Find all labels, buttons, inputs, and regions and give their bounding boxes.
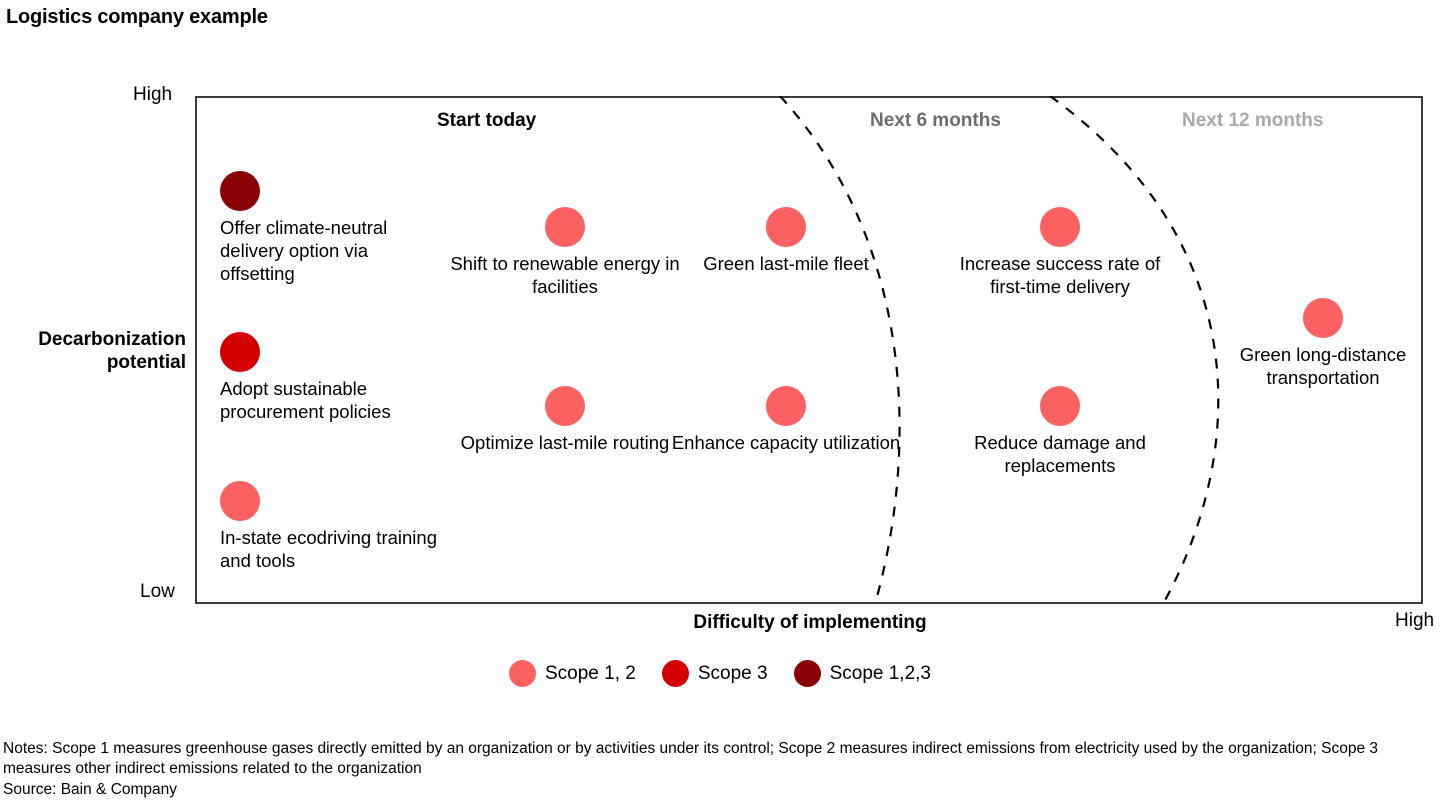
bubble-label: Offer climate-neutral delivery option vi…: [220, 217, 388, 284]
legend-entry-scope-1-2-3[interactable]: Scope 1,2,3: [793, 660, 931, 687]
bubble-label: Increase success rate of first-time deli…: [959, 253, 1161, 297]
footnotes: Notes: Scope 1 measures greenhouse gases…: [3, 739, 1437, 800]
horizon-label-next-12-months: Next 12 months: [1182, 110, 1324, 131]
horizon-label-next-6-months: Next 6 months: [870, 110, 1001, 131]
notes-text: Notes: Scope 1 measures greenhouse gases…: [3, 740, 1379, 777]
x-axis-title: Difficulty of implementing: [693, 612, 927, 633]
bubble-item[interactable]: Offer climate-neutral delivery option vi…: [220, 171, 440, 285]
bubble-label: Adopt sustainable procurement policies: [220, 378, 391, 422]
bubble-marker: [545, 207, 585, 247]
bubble-item[interactable]: Increase success rate of first-time deli…: [945, 207, 1175, 298]
bubble-label: Reduce damage and replacements: [974, 432, 1146, 476]
bubble-marker: [220, 332, 260, 372]
legend-swatch-icon: [509, 660, 536, 687]
bubble-item[interactable]: Green long-distance transportation: [1208, 298, 1438, 389]
y-axis-high-label: High: [133, 84, 173, 105]
bubble-marker: [1303, 298, 1343, 338]
source-text: Source: Bain & Company: [3, 781, 178, 798]
bubble-marker: [766, 386, 806, 426]
bubble-marker: [1040, 386, 1080, 426]
legend: Scope 1, 2 Scope 3 Scope 1,2,3: [0, 660, 1440, 687]
legend-label: Scope 1, 2: [545, 662, 636, 684]
y-axis-title-line1: Decarbonization: [38, 329, 186, 350]
x-axis-high-label: High: [1395, 610, 1435, 631]
bubble-item[interactable]: Adopt sustainable procurement policies: [220, 332, 440, 423]
bubble-item[interactable]: Optimize last-mile routing: [450, 386, 680, 454]
legend-swatch-icon: [793, 660, 821, 687]
legend-entry-scope-3[interactable]: Scope 3: [661, 660, 768, 687]
bubble-item[interactable]: Green last-mile fleet: [671, 207, 901, 275]
bubble-marker: [1040, 207, 1080, 247]
bubble-label: Enhance capacity utilization: [671, 432, 901, 453]
bubble-label: Shift to renewable energy in facilities: [450, 253, 680, 297]
y-axis-low-label: Low: [140, 581, 175, 602]
bubble-label: Green last-mile fleet: [703, 253, 869, 274]
y-axis-title-line2: potential: [106, 352, 186, 373]
bubble-item[interactable]: Reduce damage and replacements: [945, 386, 1175, 477]
bubble-label: In-state ecodriving training and tools: [220, 527, 437, 571]
legend-label: Scope 3: [697, 662, 768, 684]
bubble-marker: [220, 481, 260, 521]
bubble-marker: [220, 171, 260, 211]
legend-label: Scope 1,2,3: [829, 662, 931, 684]
bubble-marker: [545, 386, 585, 426]
bubble-label: Optimize last-mile routing: [460, 432, 670, 453]
horizon-label-start-today: Start today: [437, 110, 537, 131]
bubble-item[interactable]: Shift to renewable energy in facilities: [450, 207, 680, 298]
legend-swatch-icon: [661, 660, 689, 687]
bubble-item[interactable]: Enhance capacity utilization: [671, 386, 901, 454]
bubble-item[interactable]: In-state ecodriving training and tools: [220, 481, 440, 572]
legend-entry-scope-1-2[interactable]: Scope 1, 2: [509, 660, 636, 687]
y-axis-title: Decarbonization potential: [0, 328, 186, 374]
bubble-label: Green long-distance transportation: [1239, 344, 1407, 388]
page-title: Logistics company example: [6, 6, 268, 28]
bubble-marker: [766, 207, 806, 247]
